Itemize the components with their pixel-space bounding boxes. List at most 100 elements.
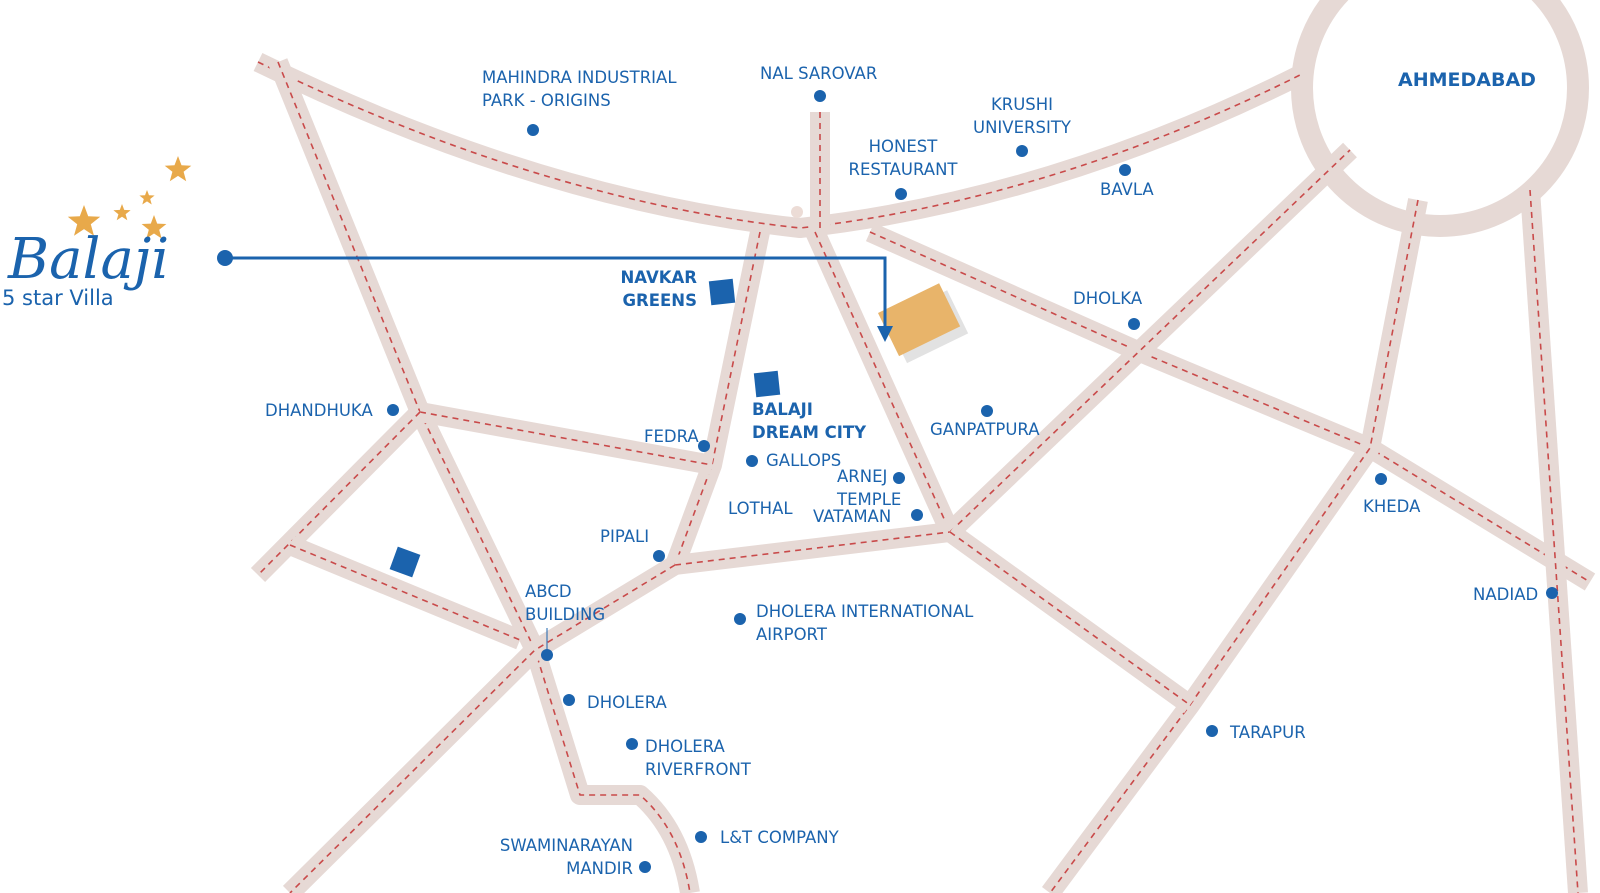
- road-pipali-southwest: [282, 556, 681, 893]
- location-dot-icon: [1119, 164, 1131, 176]
- landmark-label: DHOLERA: [587, 693, 668, 712]
- landmark-gallops: GALLOPS: [746, 451, 841, 470]
- landmark-lothal: LOTHAL: [728, 499, 793, 518]
- landmark-label: L&T COMPANY: [720, 828, 840, 847]
- landmark-pipali: PIPALI: [600, 527, 665, 562]
- landmark-label: LOTHAL: [728, 499, 793, 518]
- landmark-label: DHOLKA: [1073, 289, 1143, 308]
- star-icon: [141, 215, 167, 239]
- location-dot-icon: [1016, 145, 1028, 157]
- road-vataman: [805, 227, 960, 537]
- location-dot-icon: [541, 649, 553, 661]
- location-dot-icon: [1128, 318, 1140, 330]
- location-dot-icon: [1206, 725, 1218, 737]
- road-dholka-nadiad: [865, 222, 1596, 591]
- landmark-abcd: ABCD BUILDING: [525, 582, 605, 661]
- landmark-kheda: KHEDA: [1363, 473, 1421, 516]
- ahmedabad-ring-road: [1291, 0, 1589, 237]
- landmark-label: VATAMAN: [813, 507, 891, 526]
- location-dot-icon: [1375, 473, 1387, 485]
- landmark-dholka: DHOLKA: [1073, 289, 1143, 330]
- star-icon: [164, 156, 192, 182]
- landmark-arnej: ARNEJ TEMPLE: [836, 467, 905, 509]
- star-icon: [139, 190, 155, 205]
- landmark-label: TEMPLE: [836, 490, 901, 509]
- landmark-honest: HONEST RESTAURANT: [848, 137, 958, 200]
- project-square-icon: [389, 546, 421, 578]
- landmark-label: GREENS: [623, 291, 697, 310]
- landmark-label: FEDRA: [644, 427, 699, 446]
- location-dot-icon: [734, 613, 746, 625]
- landmark-label: RIVERFRONT: [645, 760, 752, 779]
- landmark-label: RESTAURANT: [848, 160, 958, 179]
- landmark-label: DREAM CITY: [752, 423, 867, 442]
- location-dot-icon: [981, 405, 993, 417]
- landmark-label: ABCD: [525, 582, 572, 601]
- brand-tagline: 5 star Villa: [2, 286, 114, 310]
- project-site-marker: [878, 283, 969, 364]
- road-network: [250, 0, 1596, 893]
- landmark-tarapur: TARAPUR: [1206, 723, 1306, 742]
- road-pipali-vataman-centerline: [674, 531, 951, 566]
- road-left-diagonal-centerline: [277, 61, 691, 893]
- road-abcd-centerline: [289, 544, 521, 641]
- location-dot-icon: [1546, 587, 1558, 599]
- road-left-diagonal: [268, 58, 700, 893]
- landmark-label: GALLOPS: [766, 451, 841, 470]
- landmark-label: NAL SAROVAR: [760, 64, 877, 83]
- landmark-nadiad: NADIAD: [1473, 585, 1558, 604]
- landmark-label: HONEST: [869, 137, 939, 156]
- road-vataman-ahmedabad-centerline: [949, 149, 1351, 533]
- landmark-label: BUILDING: [525, 605, 605, 624]
- road-dhandhuka-west-centerline: [257, 411, 421, 576]
- road-fedra-north-centerline: [674, 231, 761, 566]
- location-dot-icon: [895, 188, 907, 200]
- landmark-dholera: DHOLERA: [563, 693, 668, 712]
- road-vataman-tarapur-centerline: [949, 531, 1191, 706]
- landmark-nal-sarovar: NAL SAROVAR: [760, 64, 877, 102]
- landmark-mahindra: MAHINDRA INDUSTRIAL PARK - ORIGINS: [482, 68, 677, 136]
- landmark-label: GANPATPURA: [930, 420, 1040, 439]
- landmarks-layer: MAHINDRA INDUSTRIAL PARK - ORIGINS NAL SAR…: [265, 64, 1558, 878]
- location-dot-icon: [626, 738, 638, 750]
- landmark-label: KHEDA: [1363, 497, 1421, 516]
- location-dot-icon: [527, 124, 539, 136]
- location-dot-icon: [911, 509, 923, 521]
- landmark-ganpatpura: GANPATPURA: [930, 405, 1040, 439]
- brand-name: Balaji: [7, 227, 169, 292]
- landmark-label: SWAMINARAYAN: [500, 836, 633, 855]
- landmark-label: PIPALI: [600, 527, 649, 546]
- road-dhandhuka-fedra-centerline: [419, 411, 713, 466]
- landmark-lt: L&T COMPANY: [695, 828, 840, 847]
- brand-stars: [67, 156, 192, 239]
- landmark-label: TARAPUR: [1229, 723, 1306, 742]
- landmark-label: ARNEJ: [837, 467, 887, 486]
- junction-marker: [791, 206, 803, 218]
- location-dot-icon: [746, 455, 758, 467]
- road-nadiad-vertical-centerline: [1529, 189, 1579, 893]
- location-dot-icon: [695, 831, 707, 843]
- landmark-label: PARK - ORIGINS: [482, 91, 611, 110]
- landmark-label: MANDIR: [566, 859, 633, 878]
- landmark-vataman: VATAMAN: [813, 507, 923, 526]
- landmark-label: DHANDHUKA: [265, 401, 373, 420]
- location-dot-icon: [698, 440, 710, 452]
- project-square-icon: [753, 370, 781, 398]
- landmark-label: BAVLA: [1100, 180, 1154, 199]
- location-dot-icon: [893, 472, 905, 484]
- location-dot-icon: [639, 861, 651, 873]
- project-square-icon: [708, 278, 736, 306]
- landmark-label: NADIAD: [1473, 585, 1538, 604]
- road-top-arc: [253, 53, 1305, 238]
- landmark-label: MAHINDRA INDUSTRIAL: [482, 68, 677, 87]
- brand-logo: Balaji 5 star Villa: [2, 156, 192, 310]
- landmark-label: AIRPORT: [756, 625, 828, 644]
- road-top-arc-centerline: [257, 61, 1301, 229]
- landmark-dhandhuka: DHANDHUKA: [265, 401, 399, 420]
- road-dholka-nadiad-centerline: [869, 231, 1591, 583]
